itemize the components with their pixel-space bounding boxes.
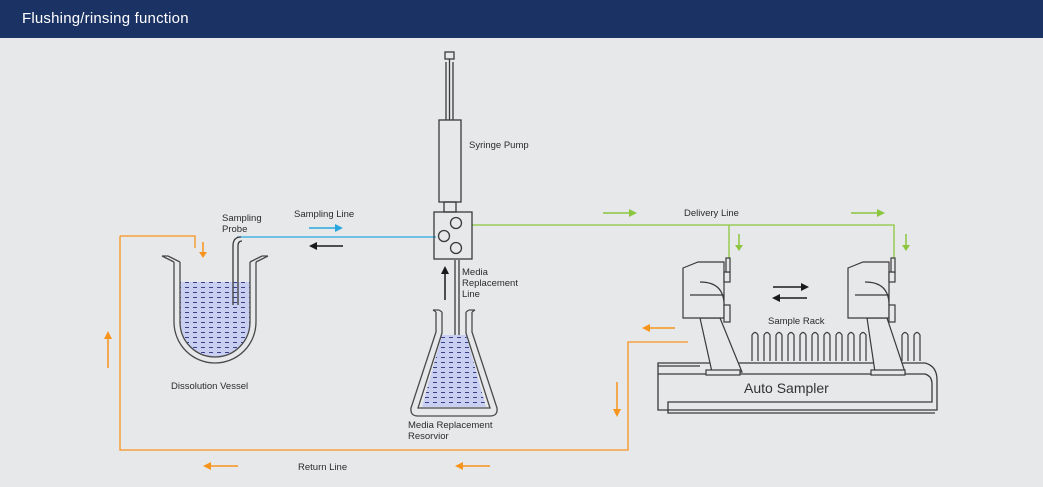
auto-sampler [657,362,938,414]
syringe-pump-label: Syringe Pump [469,140,529,151]
media-reservoir-label-2: Resorvior [408,431,449,442]
sample-rack-label: Sample Rack [768,316,825,327]
sampling-probe-label-1: Sampling [222,213,262,224]
return-line-label: Return Line [298,462,348,473]
sampler-motion-arrows [772,283,809,302]
sampling-line-label: Sampling Line [294,209,355,220]
delivery-line [472,224,895,258]
media-reservoir-label-1: Media Replacement [408,420,493,431]
media-replacement-line-label-1: Media [462,267,488,278]
sampler-head-right [847,257,906,376]
delivery-line-label: Delivery Line [684,208,739,219]
syringe-pump [433,51,473,260]
media-reservoir [410,309,498,417]
header-bar: Flushing/rinsing function [0,0,1043,38]
sampler-head-left [682,257,743,376]
delivery-line-arrows [603,209,910,251]
page-title: Flushing/rinsing function [22,10,189,27]
sampling-probe-label-2: Probe [222,224,248,235]
sample-rack [751,331,921,361]
return-line-arrows [104,242,675,470]
media-replacement-line-label-3: Line [462,289,480,300]
media-replacement-line-label-2: Replacement [462,278,518,289]
sampling-probe [232,236,243,305]
dissolution-vessel-label: Dissolution Vessel [171,381,249,392]
return-line [119,235,688,451]
sampling-line [237,224,436,250]
dissolution-vessel [161,255,269,364]
auto-sampler-label: Auto Sampler [744,380,829,396]
